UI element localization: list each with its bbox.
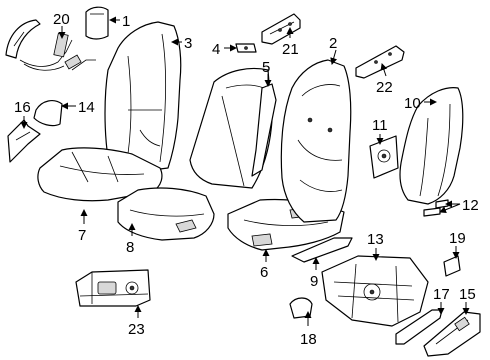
callout-15: 15 xyxy=(459,286,476,315)
svg-text:14: 14 xyxy=(78,99,95,116)
svg-text:13: 13 xyxy=(367,231,384,248)
callout-16: 16 xyxy=(14,99,31,129)
part-21-bracket xyxy=(261,13,301,45)
part-22-bracket xyxy=(355,45,405,79)
svg-text:22: 22 xyxy=(376,79,393,96)
callout-5: 5 xyxy=(262,59,272,87)
part-19-cover xyxy=(443,255,461,277)
callout-18: 18 xyxy=(300,311,317,348)
callout-13: 13 xyxy=(367,231,384,261)
part-13-seat-frame xyxy=(321,255,429,327)
part-8-cushion-trim xyxy=(117,187,215,241)
callout-20: 20 xyxy=(53,11,70,39)
callout-6: 6 xyxy=(260,249,270,281)
svg-text:1: 1 xyxy=(122,13,130,30)
svg-text:21: 21 xyxy=(282,41,299,58)
part-20-harness xyxy=(5,19,96,71)
part-1-headrest-pad xyxy=(85,6,109,40)
callout-10: 10 xyxy=(404,95,437,112)
part-14-cover xyxy=(33,100,63,127)
svg-text:20: 20 xyxy=(53,11,70,28)
part-23-switch-panel xyxy=(75,269,151,307)
svg-text:6: 6 xyxy=(260,264,268,281)
svg-text:5: 5 xyxy=(262,59,270,76)
callout-11: 11 xyxy=(372,117,388,145)
part-2-seat-back-frame xyxy=(280,59,352,223)
part-5-panel-strip xyxy=(251,83,277,177)
svg-text:23: 23 xyxy=(128,321,145,338)
svg-text:3: 3 xyxy=(184,35,192,52)
callout-3: 3 xyxy=(171,35,192,52)
callout-4: 4 xyxy=(212,41,237,58)
part-4-clip xyxy=(235,43,257,53)
svg-text:19: 19 xyxy=(449,230,466,247)
svg-text:9: 9 xyxy=(310,273,318,290)
callout-23: 23 xyxy=(128,305,145,338)
callout-19: 19 xyxy=(449,230,466,259)
svg-text:7: 7 xyxy=(78,227,86,244)
svg-text:16: 16 xyxy=(14,99,31,116)
callout-17: 17 xyxy=(433,286,450,315)
callout-2: 2 xyxy=(329,35,337,65)
callout-9: 9 xyxy=(310,257,320,290)
part-17-side-trim xyxy=(395,309,443,345)
svg-text:11: 11 xyxy=(372,117,388,134)
svg-text:17: 17 xyxy=(433,286,450,303)
part-9-trim-strip xyxy=(291,237,353,263)
svg-text:18: 18 xyxy=(300,331,317,348)
callout-12: 12 xyxy=(439,197,479,214)
svg-text:12: 12 xyxy=(462,197,479,214)
svg-text:8: 8 xyxy=(126,239,134,256)
part-11-recliner xyxy=(369,135,399,179)
svg-text:10: 10 xyxy=(404,95,421,112)
svg-text:4: 4 xyxy=(212,41,220,58)
callout-22: 22 xyxy=(376,63,393,96)
part-18-cap xyxy=(289,297,313,319)
svg-text:2: 2 xyxy=(329,35,337,52)
callout-1: 1 xyxy=(109,13,130,30)
part-10-rear-seat-back xyxy=(399,87,464,205)
part-15-side-shield xyxy=(423,311,481,357)
callout-14: 14 xyxy=(61,99,95,116)
callout-21: 21 xyxy=(282,27,299,58)
part-3-seat-back-cover xyxy=(104,21,182,171)
callout-7: 7 xyxy=(78,209,88,244)
callout-8: 8 xyxy=(126,223,136,256)
svg-text:15: 15 xyxy=(459,286,476,303)
